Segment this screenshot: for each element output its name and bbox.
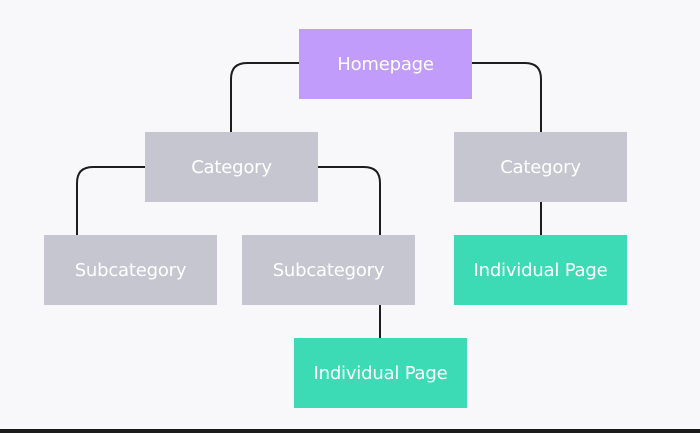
subcategory-node-2: Subcategory bbox=[242, 235, 415, 305]
bottom-border bbox=[0, 429, 700, 433]
subcategory-2-label: Subcategory bbox=[272, 259, 385, 281]
individual-page-node-right: Individual Page bbox=[454, 235, 627, 305]
individual-page-node-bottom: Individual Page bbox=[294, 338, 467, 408]
category-right-label: Category bbox=[500, 156, 581, 178]
connector-homepage-to-category-left bbox=[230, 62, 299, 132]
category-left-label: Category bbox=[191, 156, 272, 178]
connector-category-left-to-subcategory-2 bbox=[318, 166, 381, 235]
page-right-label: Individual Page bbox=[473, 259, 608, 281]
subcategory-node-1: Subcategory bbox=[44, 235, 217, 305]
homepage-label: Homepage bbox=[337, 53, 434, 75]
connector-homepage-to-category-right bbox=[472, 62, 542, 132]
category-node-right: Category bbox=[454, 132, 627, 202]
connector-category-left-to-subcategory-1 bbox=[76, 166, 145, 235]
subcategory-1-label: Subcategory bbox=[74, 259, 187, 281]
category-node-left: Category bbox=[145, 132, 318, 202]
page-bottom-label: Individual Page bbox=[313, 362, 448, 384]
homepage-node: Homepage bbox=[299, 29, 472, 99]
